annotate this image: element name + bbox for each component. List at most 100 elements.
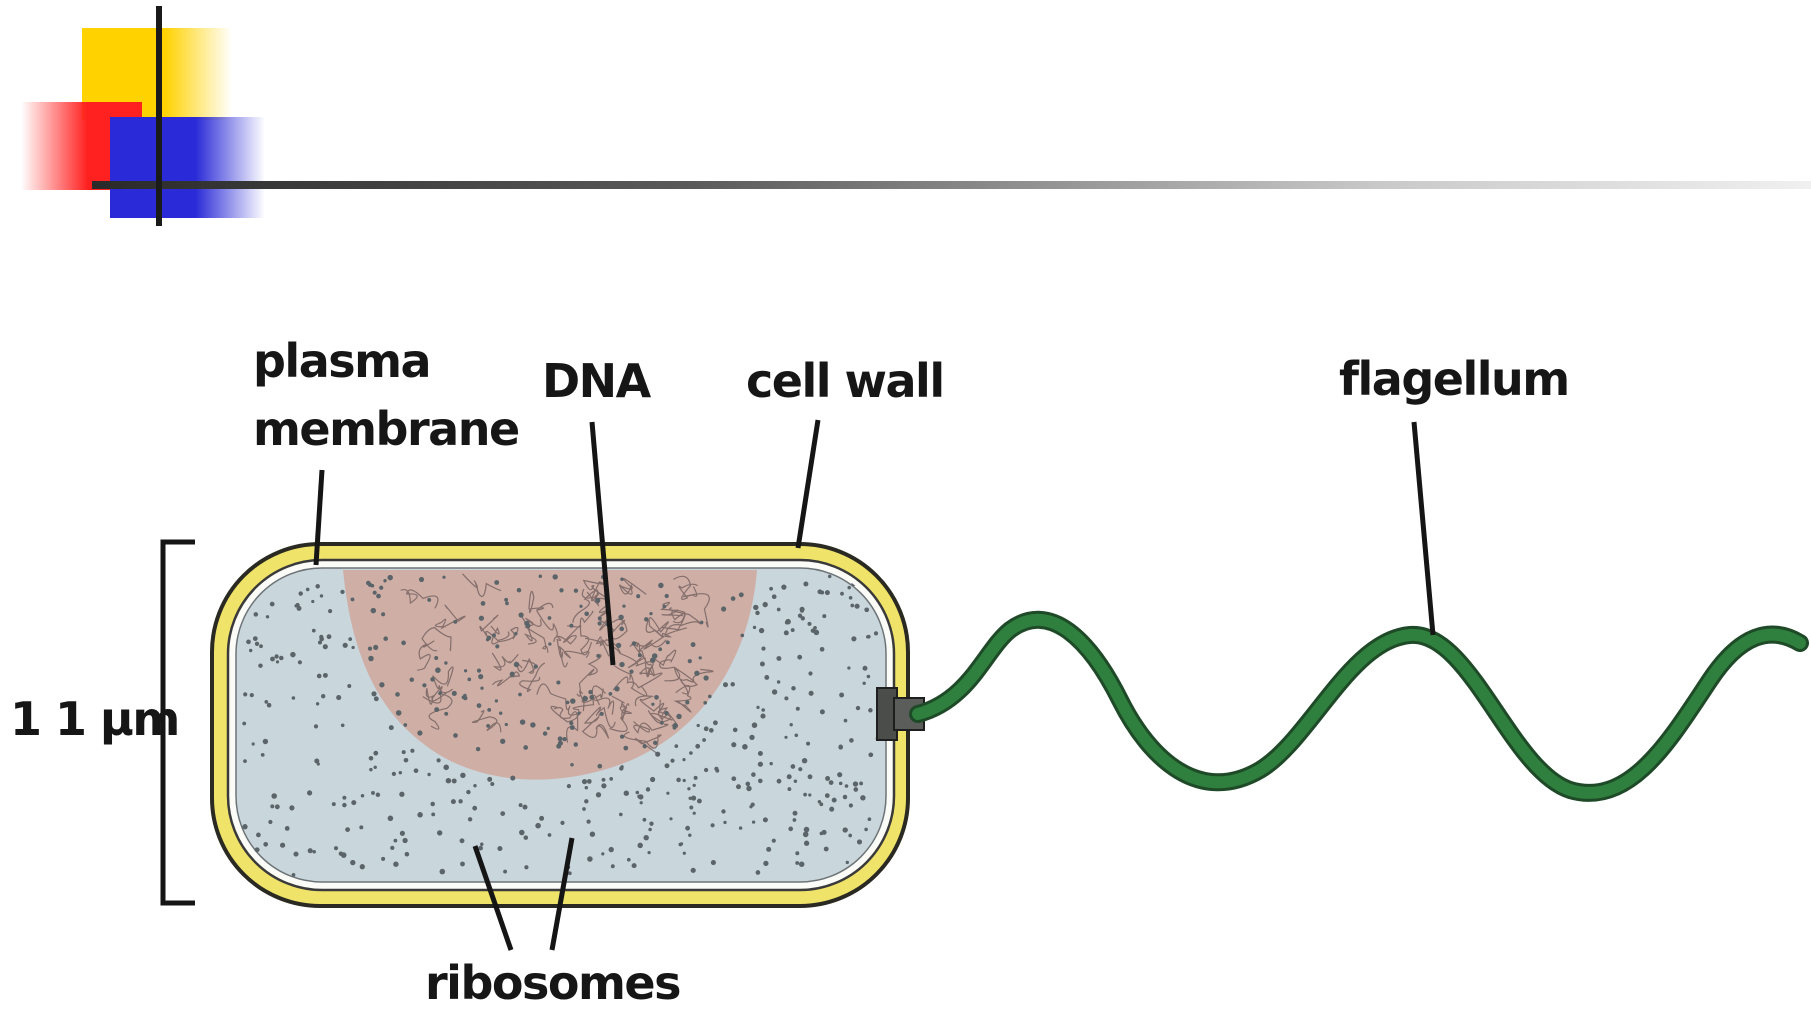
ribosome-dot xyxy=(539,575,543,579)
ribosome-dot xyxy=(825,793,830,798)
ribosome-dot xyxy=(293,852,298,857)
ribosome-dot xyxy=(387,575,393,581)
ribosome-dot xyxy=(587,856,593,862)
ribosome-dot xyxy=(850,604,854,608)
ribosome-dot xyxy=(343,643,348,648)
ribosome-dot xyxy=(336,695,341,700)
ribosome-dot xyxy=(311,600,314,603)
ribosome-dot xyxy=(315,584,320,589)
ribosome-dot xyxy=(505,602,509,606)
dna-label: DNA xyxy=(542,358,650,404)
ribosome-dot xyxy=(685,826,690,831)
ribosome-dot xyxy=(646,787,650,791)
ribosome-dot xyxy=(584,612,589,617)
ribosome-dot xyxy=(523,745,528,750)
ribosome-dot xyxy=(844,719,848,723)
ribosome-dot xyxy=(290,652,295,657)
ribosome-dot xyxy=(582,779,587,784)
ribosome-dot xyxy=(601,852,604,855)
ribosome-dot xyxy=(760,714,765,719)
ribosome-dot xyxy=(711,823,715,827)
ribosome-dot xyxy=(548,833,552,837)
ribosome-dot xyxy=(270,657,275,662)
ribosome-dot xyxy=(530,722,535,727)
ribosome-dot xyxy=(620,578,624,582)
ribosome-dot xyxy=(777,656,782,661)
ribosome-dot xyxy=(627,858,631,862)
ribosome-dot xyxy=(308,848,313,853)
ribosome-dot xyxy=(731,776,736,781)
ribosome-dot xyxy=(670,759,674,763)
ribosome-dot xyxy=(468,817,472,821)
ribosome-dot xyxy=(609,847,614,852)
ribosome-dot xyxy=(402,838,407,843)
ribosome-dot xyxy=(473,784,476,787)
ribosome-dot xyxy=(566,701,570,705)
ribosome-dot xyxy=(402,750,406,754)
ribosome-dot xyxy=(351,646,354,649)
ribosome-dot xyxy=(268,820,272,824)
ribosome-dot xyxy=(569,721,573,725)
ribosome-dot xyxy=(504,598,508,602)
ribosome-dot xyxy=(314,724,318,728)
ribosome-dot xyxy=(760,662,765,667)
ribosome-dot xyxy=(597,764,602,769)
ribosome-dot xyxy=(742,744,748,750)
ribosome-dot xyxy=(763,861,768,866)
ribosome-dot xyxy=(275,804,280,809)
ribosome-dot xyxy=(851,636,856,641)
ribosome-dot xyxy=(410,677,415,682)
ribosome-dot xyxy=(857,839,862,844)
ribosome-dot xyxy=(801,616,805,620)
ribosome-dot xyxy=(643,818,647,822)
ribosome-dot xyxy=(868,817,872,821)
ribosome-dot xyxy=(807,622,811,626)
ribosome-dot xyxy=(731,742,736,747)
ribosome-dot xyxy=(458,799,462,803)
ribosome-dot xyxy=(647,851,650,854)
ribosome-dot xyxy=(602,778,606,782)
ribosome-dot xyxy=(791,628,795,632)
ribosome-dot xyxy=(320,594,323,597)
ribosome-dot xyxy=(359,825,363,829)
ribosome-dot xyxy=(271,793,277,799)
ribosome-dot xyxy=(499,711,502,714)
ribosome-dot xyxy=(574,589,578,593)
cell-wall-leader xyxy=(798,420,818,548)
ribosome-dot xyxy=(383,579,386,582)
ribosome-dot xyxy=(435,667,441,673)
ribosome-dot xyxy=(787,787,791,791)
ribosome-dot xyxy=(758,779,763,784)
ribosome-dot xyxy=(867,635,871,639)
ribosome-dot xyxy=(688,659,692,663)
ribosome-dot xyxy=(242,824,247,829)
ribosome-dot xyxy=(394,839,398,843)
ribosome-dot xyxy=(769,762,772,765)
ribosome-dot xyxy=(390,846,394,850)
ribosome-dot xyxy=(524,835,529,840)
ribosome-dot xyxy=(476,747,480,751)
ribosome-dot xyxy=(340,590,344,594)
ribosome-dot xyxy=(316,702,319,705)
ribosome-dot xyxy=(373,591,377,595)
ribosome-dot xyxy=(490,782,494,786)
ribosome-dot xyxy=(292,873,296,877)
ribosome-dot xyxy=(434,707,439,712)
ribosome-dot xyxy=(503,870,507,874)
ribosome-dot xyxy=(817,589,822,594)
ribosome-dot xyxy=(746,786,751,791)
ribosome-dot xyxy=(700,621,704,625)
ribosome-dot xyxy=(837,772,842,777)
ribosome-dot xyxy=(751,772,756,777)
ribosome-dot xyxy=(478,674,483,679)
ribosome-dot xyxy=(417,812,422,817)
ribosome-dot xyxy=(306,588,310,592)
ribosome-dot xyxy=(796,707,800,711)
ribosome-dot xyxy=(699,656,702,659)
ribosome-dot xyxy=(396,710,402,716)
ribosome-dot xyxy=(410,749,414,753)
ribosome-dot xyxy=(791,764,796,769)
ribosome-dot xyxy=(270,804,274,808)
ribosome-dot xyxy=(802,758,807,763)
ribosome-dot xyxy=(371,791,375,795)
